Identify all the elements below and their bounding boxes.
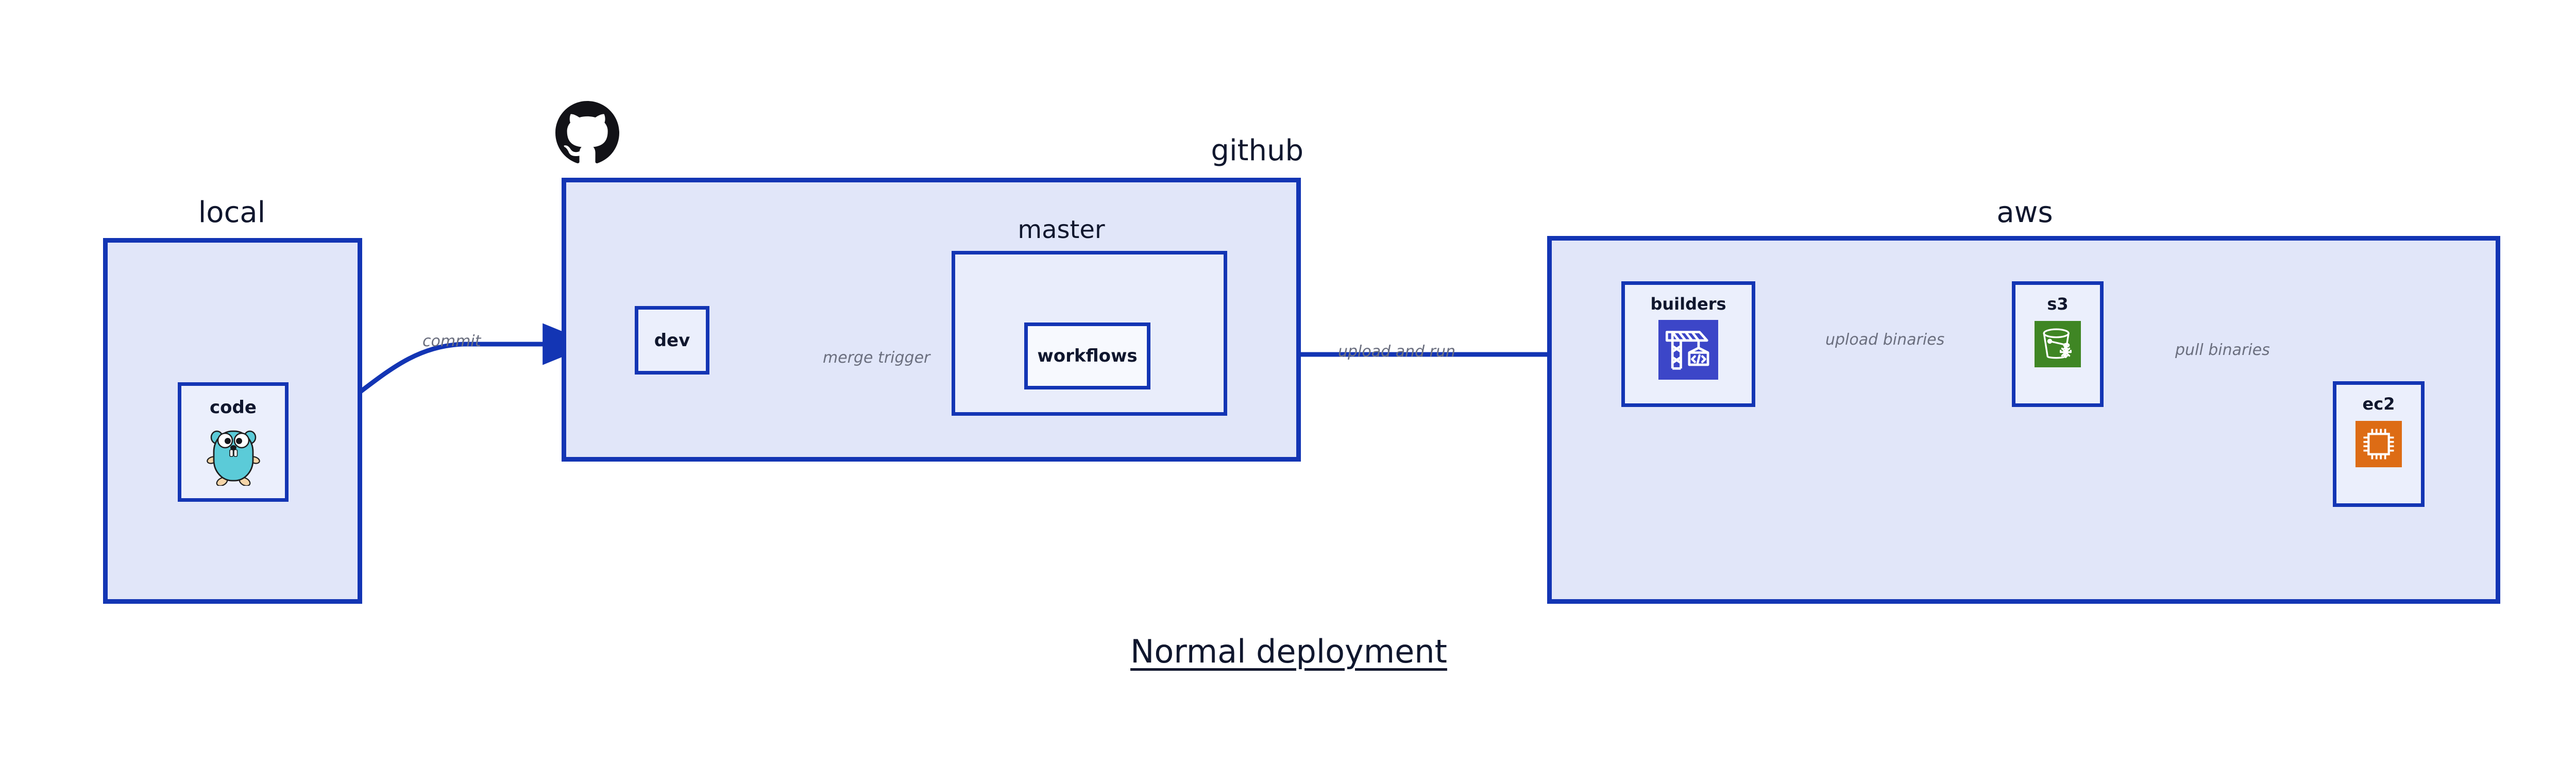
crane-code-icon: [1658, 320, 1718, 382]
group-title-master: master: [1018, 215, 1105, 244]
node-s3[interactable]: s3: [2012, 281, 2104, 407]
group-title-local: local: [198, 196, 266, 229]
edge-label-pull-binaries: pull binaries: [2175, 341, 2270, 359]
diagram-caption: Normal deployment: [1130, 633, 1447, 670]
github-octocat-icon: [555, 101, 619, 167]
node-label-workflows: workflows: [1037, 346, 1138, 366]
node-label-dev: dev: [654, 330, 690, 351]
go-gopher-icon: [206, 424, 261, 488]
node-ec2[interactable]: ec2: [2333, 381, 2425, 507]
group-title-github: github: [1211, 134, 1303, 167]
node-builders[interactable]: builders: [1621, 281, 1755, 407]
edge-label-upload-and-run: upload and run: [1338, 343, 1456, 361]
node-label-builders: builders: [1650, 294, 1726, 314]
node-label-s3: s3: [2047, 294, 2069, 314]
node-label-ec2: ec2: [2362, 394, 2395, 414]
edge-label-upload-binaries: upload binaries: [1825, 331, 1945, 349]
cpu-chip-icon: [2355, 421, 2402, 470]
node-dev[interactable]: dev: [635, 306, 709, 375]
edge-label-commit: commit: [422, 332, 481, 350]
s3-bucket-icon: [2035, 321, 2081, 370]
node-workflows[interactable]: workflows: [1024, 322, 1150, 389]
edge-label-merge-trigger: merge trigger: [823, 349, 930, 367]
node-label-code: code: [210, 397, 257, 418]
node-code[interactable]: code: [178, 382, 289, 502]
group-title-aws: aws: [1996, 196, 2053, 229]
